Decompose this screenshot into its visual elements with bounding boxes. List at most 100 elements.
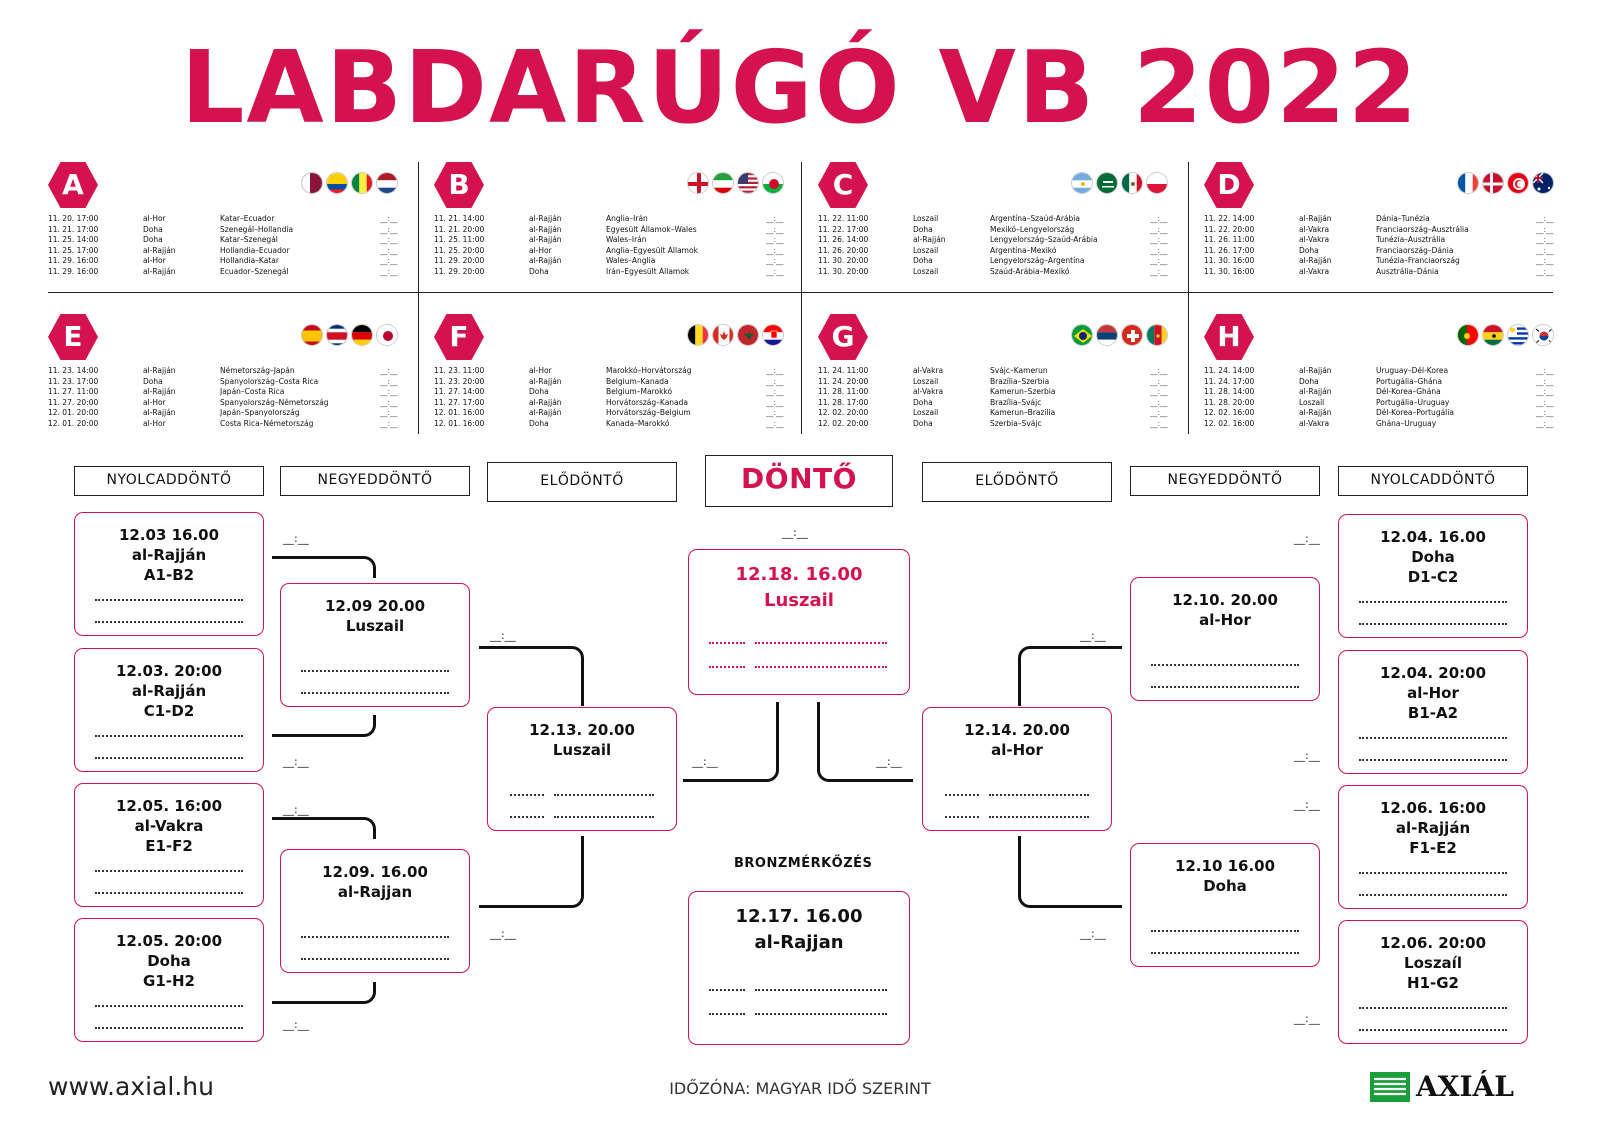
match-score[interactable]: __:__ (380, 214, 398, 223)
match-score[interactable]: __:__ (766, 397, 784, 407)
match-score[interactable]: __:__ (1150, 366, 1168, 375)
score-entry-line[interactable] (709, 642, 745, 645)
match-score[interactable]: __:__ (380, 245, 398, 255)
team-entry-line[interactable] (1359, 601, 1507, 604)
team-entry-line[interactable] (95, 1027, 243, 1030)
match-score[interactable]: __:__ (1536, 376, 1554, 386)
team-entry-line[interactable] (95, 892, 243, 895)
match-score[interactable]: __:__ (380, 224, 398, 234)
match-score[interactable]: __:__ (380, 418, 398, 428)
match-score[interactable]: __:__ (1150, 235, 1168, 244)
match-score[interactable]: __:__ (766, 245, 784, 255)
team-entry-line[interactable] (1359, 872, 1507, 875)
match-score[interactable]: __:__ (1150, 418, 1168, 428)
score-entry-line[interactable] (945, 816, 979, 819)
match-score[interactable]: __:__ (766, 408, 784, 417)
team-entry-line[interactable] (1359, 894, 1507, 897)
team-entry-line[interactable] (1151, 952, 1299, 955)
team-entry-line[interactable] (1151, 664, 1299, 667)
score-placeholder[interactable]: __:__ (283, 803, 309, 816)
team-entry-line[interactable] (1359, 1007, 1507, 1010)
match-score[interactable]: __:__ (380, 256, 398, 265)
team-entry-line[interactable] (554, 794, 654, 797)
score-placeholder[interactable]: __:__ (283, 1018, 309, 1031)
team-entry-line[interactable] (95, 870, 243, 873)
match-score[interactable]: __:__ (766, 256, 784, 265)
match-score[interactable]: __:__ (1536, 235, 1554, 244)
team-entry-line[interactable] (755, 642, 887, 645)
score-placeholder[interactable]: __:__ (876, 755, 902, 768)
team-entry-line[interactable] (755, 1013, 887, 1016)
team-entry-line[interactable] (95, 621, 243, 624)
team-entry-line[interactable] (95, 757, 243, 760)
team-entry-line[interactable] (989, 794, 1089, 797)
team-entry-line[interactable] (755, 666, 887, 669)
score-placeholder[interactable]: __:__ (490, 629, 516, 642)
match-score[interactable]: __:__ (766, 376, 784, 386)
score-entry-line[interactable] (709, 989, 745, 992)
score-placeholder[interactable]: __:__ (283, 532, 309, 545)
match-score[interactable]: __:__ (1536, 408, 1554, 417)
match-score[interactable]: __:__ (380, 387, 398, 396)
score-placeholder[interactable]: __:__ (782, 526, 808, 539)
score-placeholder[interactable]: __:__ (283, 755, 309, 768)
match-score[interactable]: __:__ (1150, 397, 1168, 407)
match-score[interactable]: __:__ (1150, 224, 1168, 234)
match-score[interactable]: __:__ (1150, 376, 1168, 386)
team-entry-line[interactable] (1359, 1029, 1507, 1032)
team-entry-line[interactable] (755, 989, 887, 992)
team-entry-line[interactable] (301, 958, 449, 961)
match-score[interactable]: __:__ (766, 387, 784, 396)
score-placeholder[interactable]: __:__ (1080, 927, 1106, 940)
team-entry-line[interactable] (301, 670, 449, 673)
score-placeholder[interactable]: __:__ (1294, 532, 1320, 545)
match-score[interactable]: __:__ (1536, 366, 1554, 375)
match-score[interactable]: __:__ (380, 235, 398, 244)
team-entry-line[interactable] (1359, 737, 1507, 740)
score-entry-line[interactable] (945, 794, 979, 797)
score-placeholder[interactable]: __:__ (1294, 798, 1320, 811)
match-score[interactable]: __:__ (380, 376, 398, 386)
score-placeholder[interactable]: __:__ (1080, 629, 1106, 642)
match-score[interactable]: __:__ (1536, 256, 1554, 265)
score-entry-line[interactable] (510, 816, 544, 819)
match-score[interactable]: __:__ (1150, 266, 1168, 276)
match-score[interactable]: __:__ (380, 408, 398, 417)
score-placeholder[interactable]: __:__ (490, 927, 516, 940)
match-score[interactable]: __:__ (1536, 214, 1554, 223)
match-score[interactable]: __:__ (1536, 418, 1554, 428)
team-entry-line[interactable] (1359, 759, 1507, 762)
match-score[interactable]: __:__ (1536, 266, 1554, 276)
match-score[interactable]: __:__ (1150, 387, 1168, 396)
team-entry-line[interactable] (1359, 623, 1507, 626)
match-score[interactable]: __:__ (1150, 245, 1168, 255)
match-score[interactable]: __:__ (766, 266, 784, 276)
match-score[interactable]: __:__ (1150, 408, 1168, 417)
team-entry-line[interactable] (1151, 930, 1299, 933)
match-score[interactable]: __:__ (1536, 245, 1554, 255)
score-entry-line[interactable] (510, 794, 544, 797)
team-entry-line[interactable] (95, 735, 243, 738)
team-entry-line[interactable] (554, 816, 654, 819)
match-score[interactable]: __:__ (380, 397, 398, 407)
team-entry-line[interactable] (95, 1005, 243, 1008)
match-score[interactable]: __:__ (1536, 397, 1554, 407)
team-entry-line[interactable] (95, 599, 243, 602)
match-score[interactable]: __:__ (766, 366, 784, 375)
score-placeholder[interactable]: __:__ (1294, 1012, 1320, 1025)
match-score[interactable]: __:__ (766, 235, 784, 244)
score-placeholder[interactable]: __:__ (692, 755, 718, 768)
match-score[interactable]: __:__ (1150, 256, 1168, 265)
team-entry-line[interactable] (989, 816, 1089, 819)
score-entry-line[interactable] (709, 666, 745, 669)
match-score[interactable]: __:__ (766, 214, 784, 223)
match-score[interactable]: __:__ (766, 418, 784, 428)
score-entry-line[interactable] (709, 1013, 745, 1016)
team-entry-line[interactable] (301, 936, 449, 939)
team-entry-line[interactable] (1151, 686, 1299, 689)
match-score[interactable]: __:__ (380, 266, 398, 276)
match-score[interactable]: __:__ (1150, 214, 1168, 223)
website-link[interactable]: www.axial.hu (48, 1072, 214, 1101)
team-entry-line[interactable] (301, 692, 449, 695)
match-score[interactable]: __:__ (380, 366, 398, 375)
